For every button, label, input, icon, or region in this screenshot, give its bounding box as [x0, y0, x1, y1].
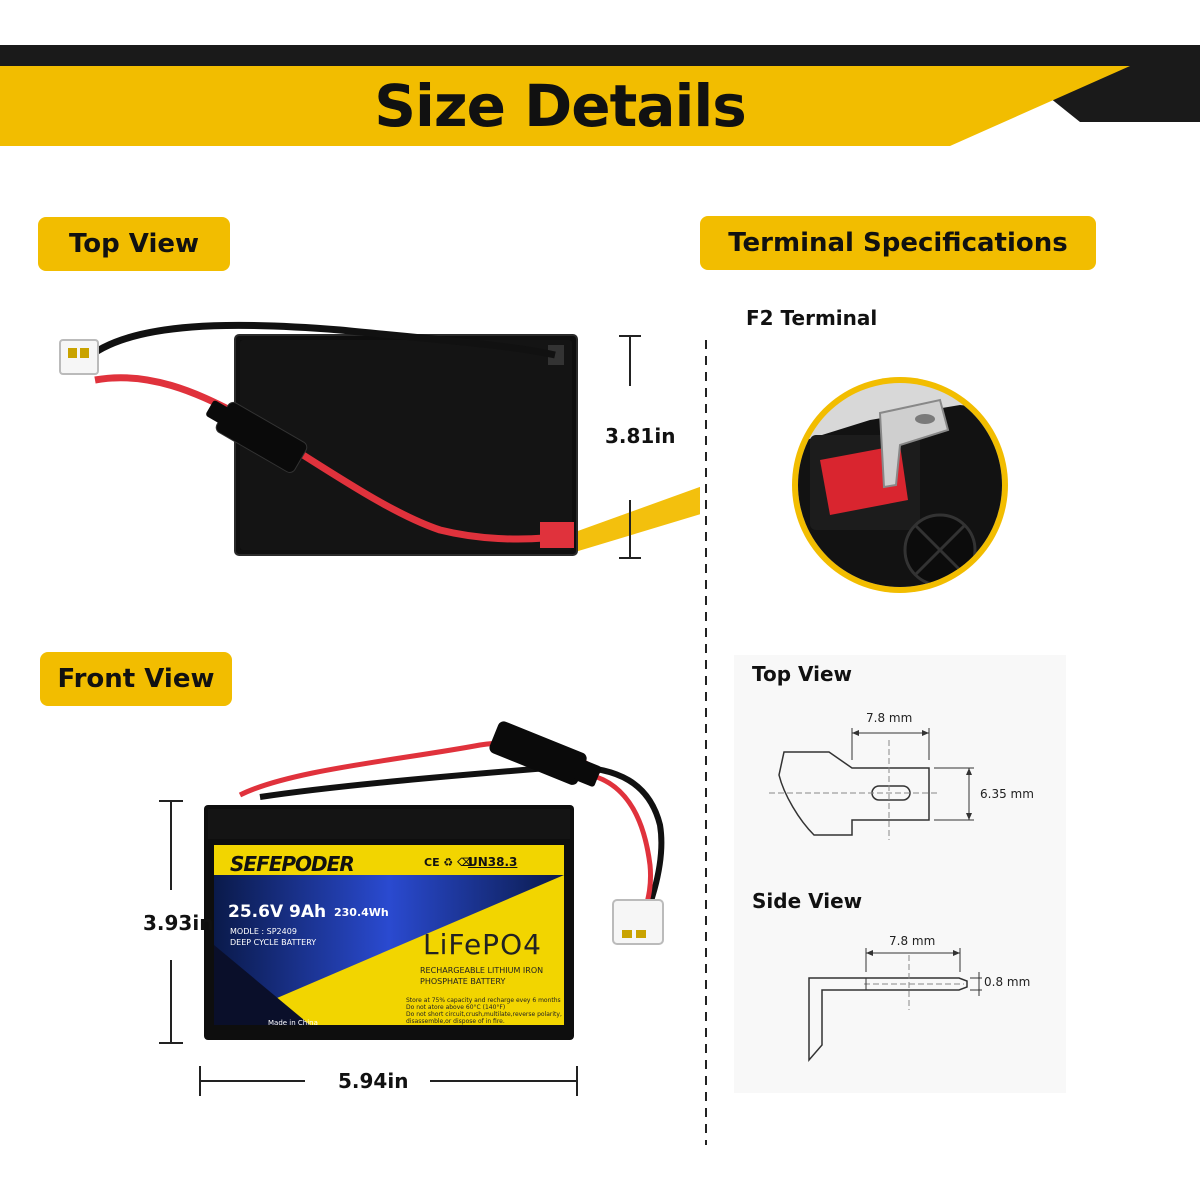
- terminal-technical-drawing: 7.8 mm 6.35 mm 7.8 mm 0.8 mm: [769, 711, 1034, 1063]
- side-thickness-mm: 0.8 mm: [984, 975, 1030, 989]
- battery-top-view-image: [59, 321, 700, 556]
- battery-warning-line1: Store at 75% capacity and recharge evey …: [406, 997, 561, 1004]
- battery-warning-line4: disassemble,or dispose of in fire.: [406, 1018, 505, 1025]
- battery-type: DEEP CYCLE BATTERY: [230, 938, 317, 947]
- battery-desc-line2: PHOSPHATE BATTERY: [420, 977, 506, 986]
- battery-certs: CE ♻ ⌫: [424, 856, 473, 869]
- terminal-zoom-image: [792, 377, 1008, 593]
- battery-chemistry: LiFePO4: [423, 928, 542, 961]
- battery-origin: Made in China: [268, 1019, 318, 1027]
- terminal-specifications-heading: Terminal Specifications: [700, 216, 1096, 270]
- header-banner: [0, 45, 1200, 146]
- battery-front-view-image: [204, 721, 665, 1040]
- battery-warning-line2: Do not atore above 60°C (140°F): [406, 1004, 506, 1011]
- side-width-mm: 7.8 mm: [889, 934, 935, 948]
- terminal-drawing-panel: [734, 655, 1066, 1093]
- f2-terminal-label: F2 Terminal: [746, 306, 878, 330]
- battery-desc-line1: RECHARGEABLE LITHIUM IRON: [420, 966, 544, 975]
- front-height-label: 3.93in: [143, 911, 214, 935]
- battery-un38: UN38.3: [468, 855, 518, 869]
- battery-voltage-capacity: 25.6V 9Ah: [228, 902, 327, 922]
- terminal-top-view-label: Top View: [752, 662, 853, 686]
- top-height-mm: 6.35 mm: [980, 787, 1034, 801]
- top-height-label: 3.81in: [605, 424, 676, 448]
- top-height-dimension: [619, 335, 641, 559]
- terminal-side-view-label: Side View: [752, 889, 863, 913]
- page-title: Size Details: [374, 72, 747, 140]
- battery-brand: SEFEPODER: [230, 852, 355, 876]
- front-height-dimension: [159, 800, 183, 1044]
- battery-warning-line3: Do not short circuit,crush,multilate,rev…: [406, 1011, 562, 1018]
- front-view-heading: Front View: [40, 652, 232, 706]
- section-divider: [705, 340, 707, 1145]
- battery-energy: 230.4Wh: [334, 906, 389, 919]
- top-view-heading: Top View: [38, 217, 230, 271]
- battery-model: MODLE : SP2409: [230, 927, 297, 936]
- front-width-label: 5.94in: [338, 1069, 409, 1093]
- front-width-dimension: [199, 1066, 578, 1096]
- top-width-mm: 7.8 mm: [866, 711, 912, 725]
